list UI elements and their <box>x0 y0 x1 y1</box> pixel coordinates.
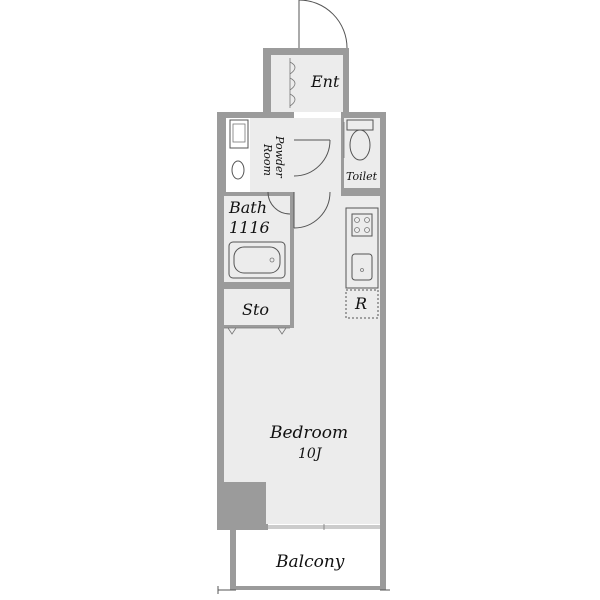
shoe-cabinet[interactable] <box>289 58 296 108</box>
toilet-icon <box>343 119 374 161</box>
balcony <box>217 530 390 594</box>
label-toilet: Toilet <box>346 170 378 183</box>
label-powder-room-line1: Powder <box>273 135 286 179</box>
label-bath-line1: Bath <box>228 198 267 217</box>
bathtub-icon <box>228 241 286 279</box>
bath-door[interactable] <box>293 191 331 229</box>
label-balcony: Balcony <box>275 552 345 572</box>
label-storage: Sto <box>242 300 269 319</box>
powder-room-door[interactable] <box>293 139 331 177</box>
sink-icon <box>351 253 373 281</box>
label-bedroom-size: 10J <box>298 446 323 462</box>
storage-doors[interactable] <box>224 327 290 335</box>
stove-icon <box>351 213 373 237</box>
bath-inner-door[interactable] <box>267 191 291 215</box>
label-powder-room-line2: Room <box>261 143 274 176</box>
label-powder-room: Powder Room <box>261 135 286 179</box>
entrance-door[interactable] <box>298 0 348 49</box>
label-bedroom: Bedroom <box>269 423 348 443</box>
kitchen-counter <box>345 207 379 289</box>
washbasin-icon <box>231 160 245 180</box>
balcony-window[interactable] <box>268 524 380 530</box>
label-entrance: Ent <box>310 72 340 91</box>
refrigerator-space <box>345 289 379 319</box>
corridor-opening <box>294 112 341 118</box>
label-refrigerator: R <box>354 294 367 313</box>
washing-machine-icon <box>229 119 249 149</box>
label-bath-line2: 1116 <box>229 218 270 237</box>
